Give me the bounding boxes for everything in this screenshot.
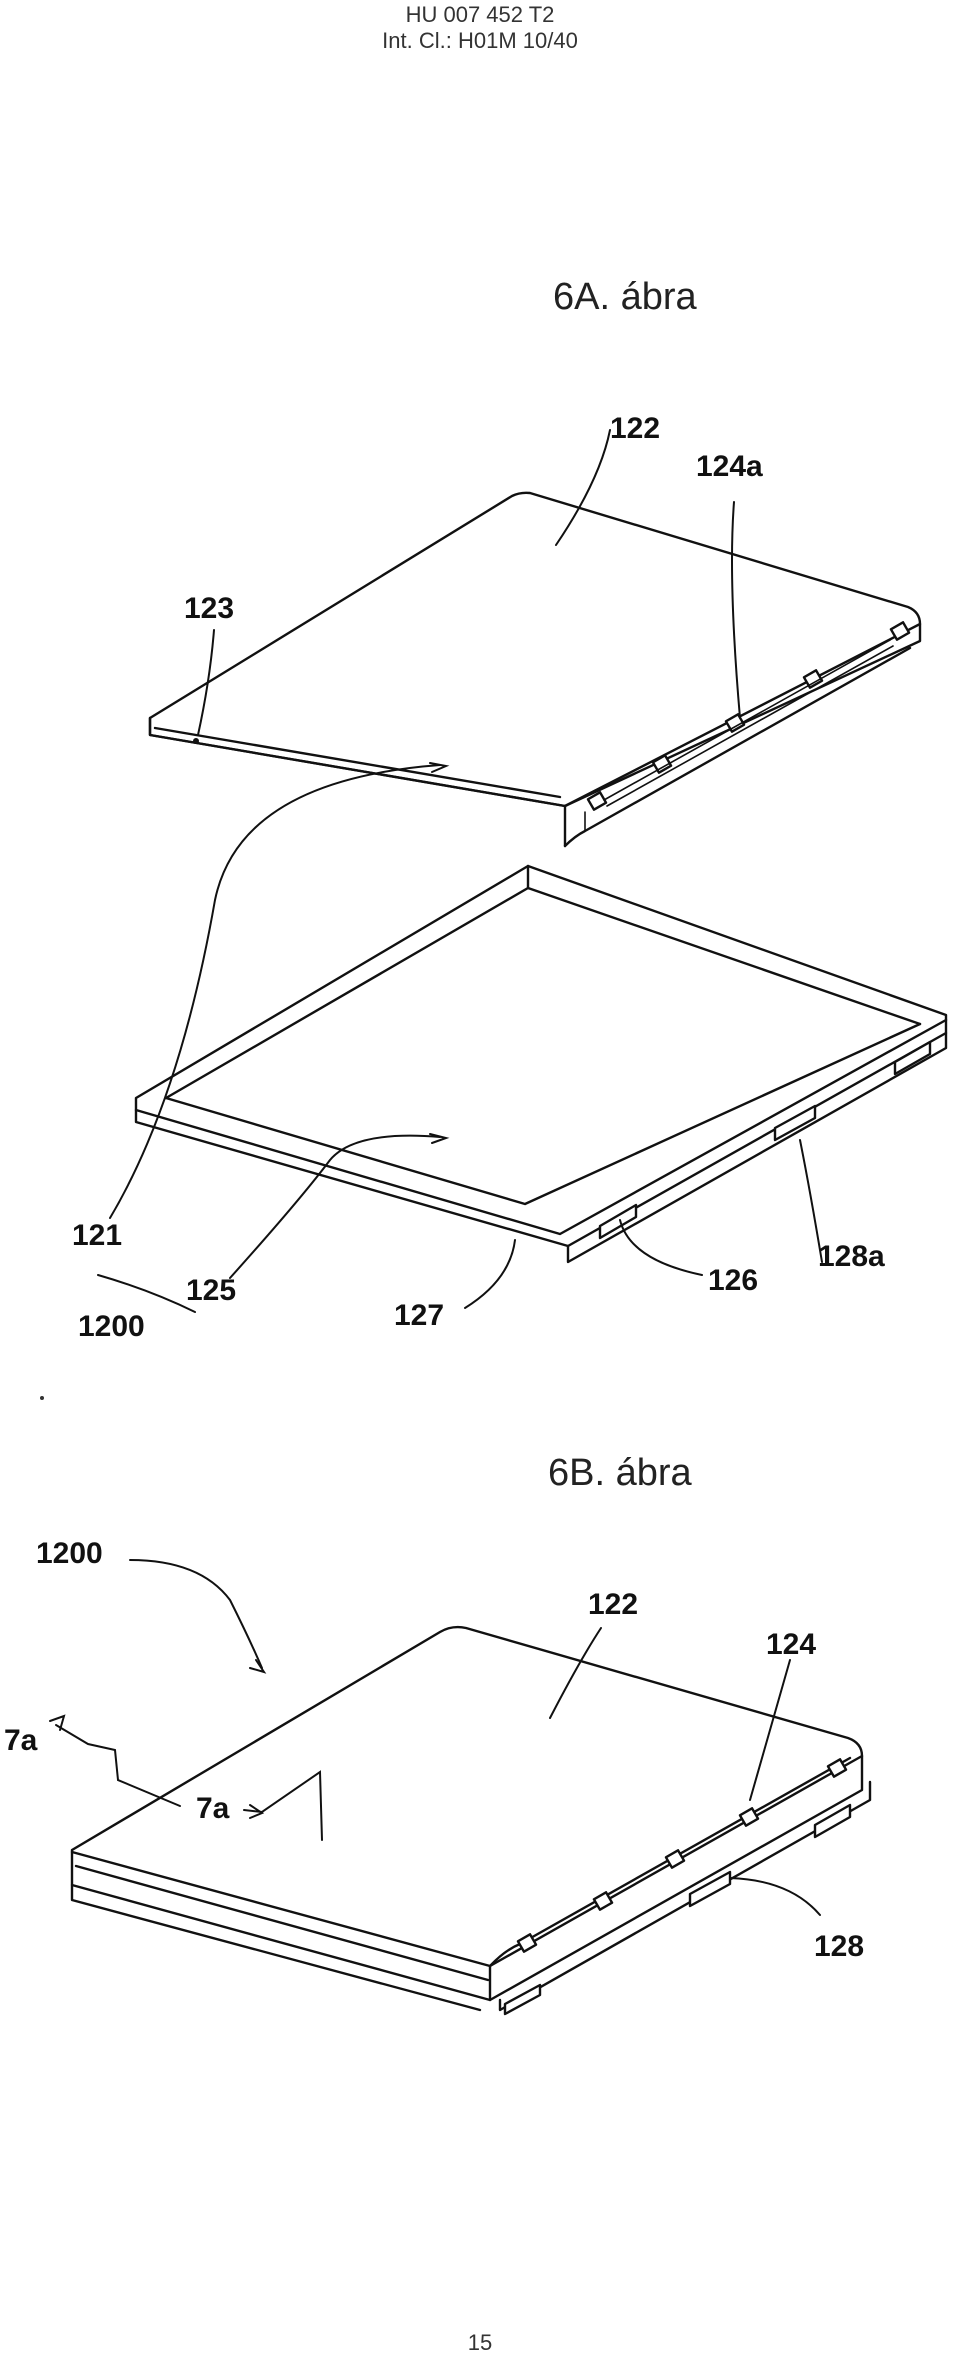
label-124: 124 <box>766 1628 816 1661</box>
stray-dot <box>40 1396 44 1400</box>
label-122: 122 <box>610 412 660 445</box>
figure-6b-drawing <box>49 1559 872 2016</box>
label-124a: 124a <box>696 450 763 483</box>
label-127: 127 <box>394 1299 444 1332</box>
top-cover-plate <box>148 491 922 848</box>
label-7a-mid: 7a <box>196 1792 230 1825</box>
label-126: 126 <box>708 1264 758 1297</box>
label-122-b: 122 <box>588 1588 638 1621</box>
page-header: HU 007 452 T2 Int. Cl.: H01M 10/40 <box>0 2 960 54</box>
bottom-case <box>134 864 948 1264</box>
figure-6b-title: 6B. ábra <box>548 1452 692 1494</box>
figure-6a-title: 6A. ábra <box>553 276 697 318</box>
label-123: 123 <box>184 592 234 625</box>
figure-6a-leaders <box>97 429 823 1313</box>
label-1200-b: 1200 <box>36 1537 103 1570</box>
classification: Int. Cl.: H01M 10/40 <box>382 28 578 53</box>
label-125: 125 <box>186 1274 236 1307</box>
label-128a: 128a <box>818 1240 885 1273</box>
label-128: 128 <box>814 1930 864 1963</box>
label-1200-a: 1200 <box>78 1310 145 1343</box>
figure-6a-drawing: 122 124a 123 121 125 1200 127 126 128a <box>72 412 948 1343</box>
page-number: 15 <box>467 2330 493 2355</box>
patent-number: HU 007 452 T2 <box>405 2 555 27</box>
label-7a-left: 7a <box>4 1724 38 1757</box>
label-121: 121 <box>72 1219 122 1252</box>
